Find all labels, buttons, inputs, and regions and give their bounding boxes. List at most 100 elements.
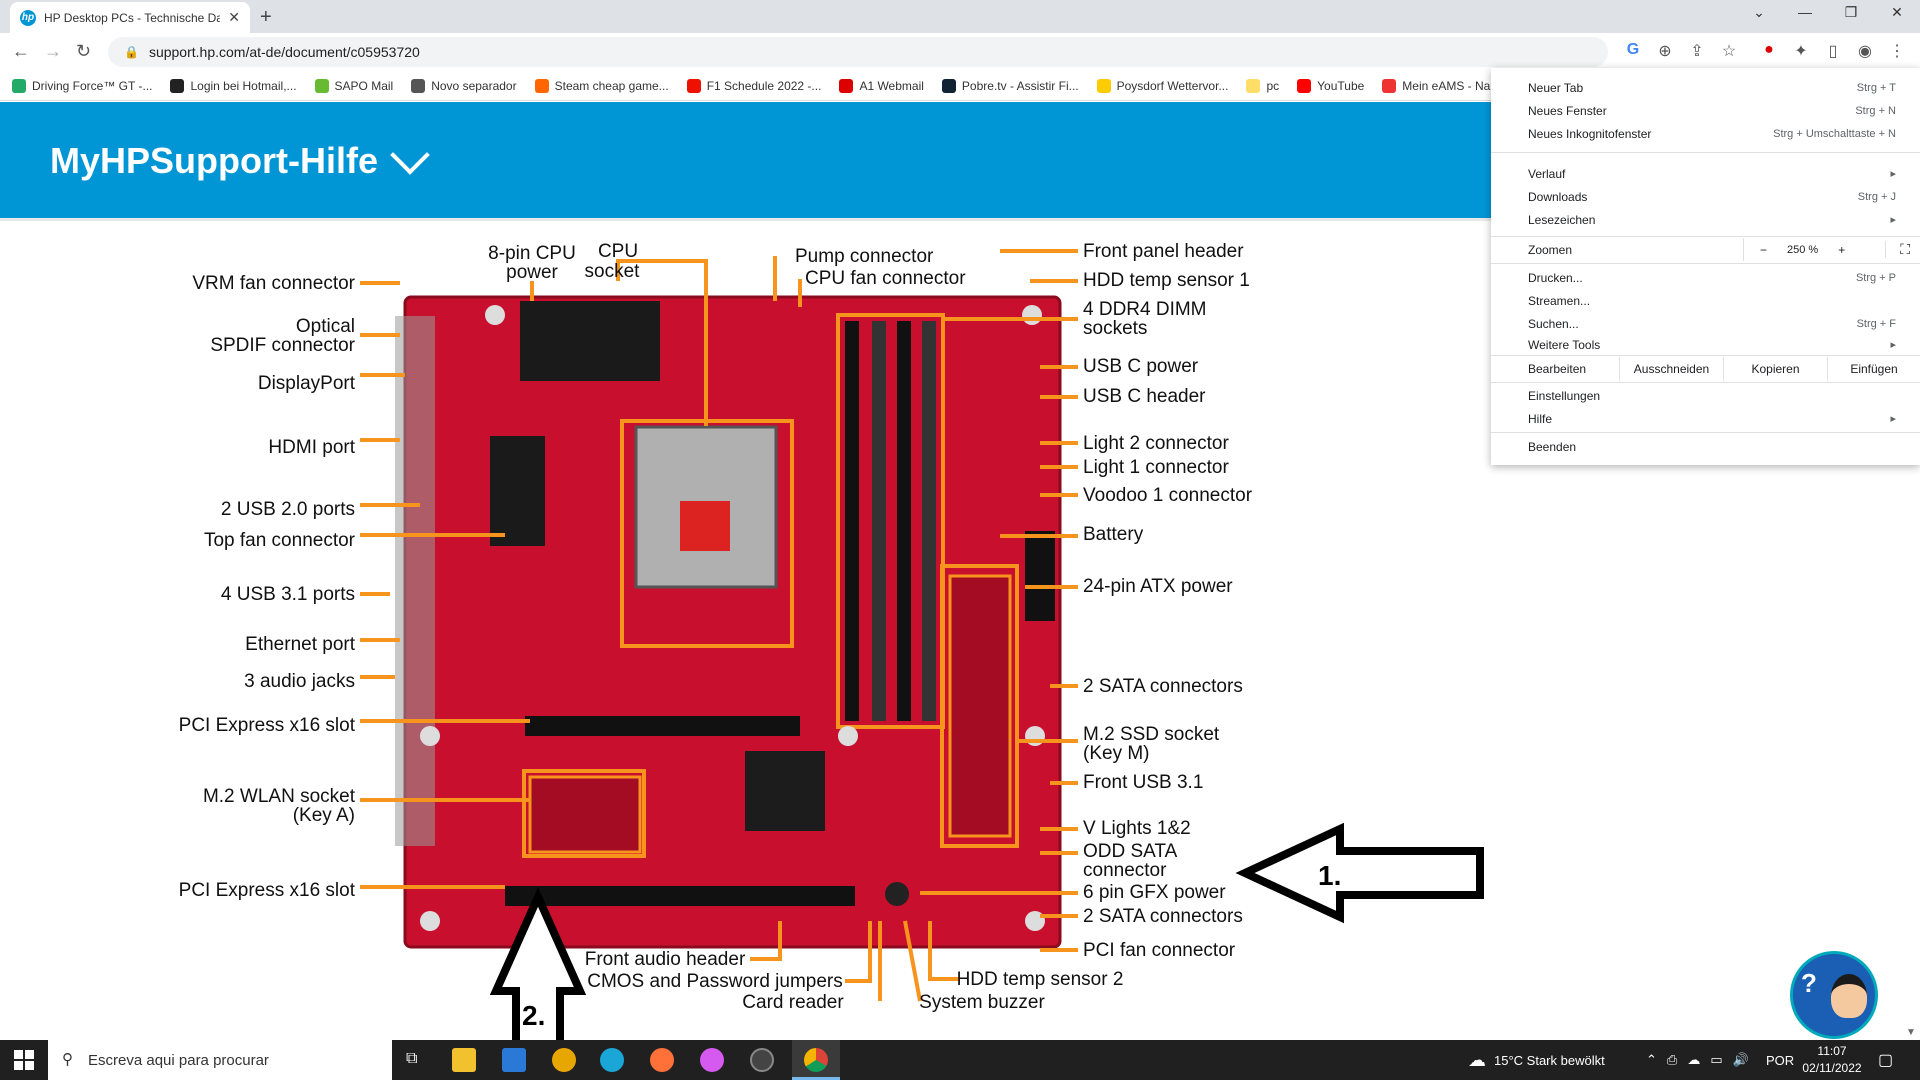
menu-item-more-tools[interactable]: Weitere Tools▸ [1528,337,1896,352]
diagram-label: Voodoo 1 connector [1083,485,1253,506]
zoom-label: Zoomen [1528,242,1573,257]
bookmark-item[interactable]: Poysdorf Wettervor... [1096,78,1228,93]
zoom-out-button[interactable]: − [1760,242,1768,257]
app-circle-icon[interactable] [750,1048,774,1072]
bookmark-item[interactable]: Driving Force™ GT -... [12,78,152,93]
menu-item-find[interactable]: Suchen...Strg + F [1528,316,1896,331]
copy-button[interactable]: Kopieren [1723,357,1827,381]
active-chrome-window[interactable] [792,1040,840,1080]
bookmark-item[interactable]: Pobre.tv - Assistir Fi... [941,78,1079,93]
scrollbar-down-arrow-icon[interactable]: ▼ [1906,1027,1916,1038]
bookmark-item[interactable]: Login bei Hotmail,... [170,78,297,93]
mail-app-icon[interactable] [502,1048,526,1072]
extensions-puzzle-icon[interactable]: ✦ [1794,43,1808,60]
dimm-slot-2 [872,321,886,721]
browser-toolbar: ← → ↻ 🔒 support.hp.com/at-de/document/c0… [0,33,1920,71]
google-icon[interactable]: G [1626,41,1640,58]
volume-icon[interactable]: 🔊 [1732,1052,1749,1067]
meet-icon[interactable]: ⎙ [1666,1052,1678,1067]
fullscreen-icon[interactable]: ⛶ [1885,241,1910,258]
bookmark-favicon-icon [314,78,329,93]
back-arrow-icon[interactable]: ← [12,41,30,61]
dimm-slot-1 [845,321,859,721]
notification-icon[interactable]: ▢ [1878,1052,1894,1069]
kebab-menu-icon[interactable]: ⋮ [1889,43,1905,60]
zoom-value: 250 % [1787,243,1819,256]
onedrive-icon[interactable]: ☁ [1687,1052,1701,1067]
bookmark-item[interactable]: pc [1246,78,1279,93]
new-tab-button[interactable]: + [260,6,272,28]
bookmark-item[interactable]: YouTube [1297,78,1364,93]
bookmark-item[interactable]: Mein eAMS - Na [1382,78,1490,93]
menu-item-print[interactable]: Drucken...Strg + P [1528,270,1896,285]
weather-widget[interactable]: ☁ 15°C Stark bewölkt [1468,1040,1605,1080]
diagram-label: System buzzer [919,992,1045,1013]
menu-item-bookmarks[interactable]: Lesezeichen▸ [1528,212,1896,227]
cmos-battery [885,882,909,906]
pcie-x16-slot-1 [525,716,800,736]
tab-strip: hp HP Desktop PCs - Technische Dat ✕ + ⌄… [0,0,1920,33]
bookmark-item[interactable]: Novo separador [411,78,517,93]
bookmark-item[interactable]: SAPO Mail [314,78,393,93]
side-panel-icon[interactable]: ▯ [1828,43,1838,60]
search-icon: ⚲ [62,1051,73,1068]
menu-item-exit[interactable]: Beenden [1528,439,1577,454]
extension-red-icon[interactable]: ● [1764,41,1774,58]
language-indicator[interactable]: POR [1766,1052,1795,1068]
bookmark-item[interactable]: F1 Schedule 2022 -... [686,78,821,93]
bookmark-favicon-icon [941,78,956,93]
chipset-heatsink [745,751,825,831]
chevron-up-icon[interactable]: ⌃ [1646,1052,1657,1067]
forward-arrow-icon[interactable]: → [44,41,62,61]
menu-item-history[interactable]: Verlauf▸ [1528,166,1896,181]
diagram-label: power [506,262,558,283]
profile-avatar-icon[interactable]: ◉ [1858,43,1872,60]
task-view-icon[interactable]: ⧉ [406,1050,418,1067]
browser-tab[interactable]: hp HP Desktop PCs - Technische Dat ✕ [10,2,250,33]
diagram-label: Front USB 3.1 [1083,772,1203,793]
virtual-assistant-button[interactable]: ? [1790,951,1878,1039]
windows-start-icon[interactable] [14,1050,34,1070]
share-icon[interactable]: ⇪ [1690,43,1704,60]
diagram-label: Optical [296,316,355,337]
app-flame-icon[interactable] [700,1048,724,1072]
menu-item-settings[interactable]: Einstellungen [1528,388,1601,403]
pcie-x16-slot-2 [505,886,855,906]
system-tray: ⌃ ⎙ ☁ ▭ 🔊 [1646,1040,1749,1080]
bookmark-item[interactable]: A1 Webmail [839,78,924,93]
paste-button[interactable]: Einfügen [1827,357,1920,381]
zoom-icon[interactable]: ⊕ [1658,43,1672,60]
network-icon[interactable]: ▭ [1710,1052,1723,1067]
close-window-button[interactable]: ✕ [1891,4,1903,20]
clock[interactable]: 11:07 02/11/2022 [1800,1043,1864,1077]
vrm-heatsink-top [520,301,660,381]
reload-icon[interactable]: ↻ [76,41,92,61]
taskbar-search-box[interactable]: ⚲ Escreva aqui para procurar [48,1040,392,1080]
diagram-label: 4 DDR4 DIMM [1083,299,1207,320]
file-explorer-icon[interactable] [452,1048,476,1072]
restore-button[interactable]: ❐ [1844,4,1858,20]
edge-icon[interactable] [600,1048,624,1072]
menu-item-cast[interactable]: Streamen... [1528,293,1591,308]
tab-search-icon[interactable]: ⌄ [1753,4,1765,20]
menu-item-help[interactable]: Hilfe▸ [1528,411,1896,426]
minimize-button[interactable]: — [1798,4,1812,20]
cut-button[interactable]: Ausschneiden [1619,357,1723,381]
page-title-dropdown[interactable]: MyHPSupport-Hilfe [50,135,430,182]
menu-edit-row: Bearbeiten Ausschneiden Kopieren Einfüge… [1491,357,1920,381]
assistant-avatar [1831,974,1867,1018]
firefox-icon[interactable] [650,1048,674,1072]
chrome-app-icon[interactable] [552,1048,576,1072]
bookmark-item[interactable]: Steam cheap game... [534,78,669,93]
zoom-in-button[interactable]: + [1838,242,1846,257]
bookmark-star-icon[interactable]: ☆ [1721,43,1737,60]
diagram-label: socket [585,261,641,282]
dimm-slot-3 [897,321,911,721]
arrow-2-annotation: 2. [489,887,587,1080]
tab-close-icon[interactable]: ✕ [228,9,240,25]
address-bar[interactable]: 🔒 support.hp.com/at-de/document/c0595372… [108,37,1608,67]
